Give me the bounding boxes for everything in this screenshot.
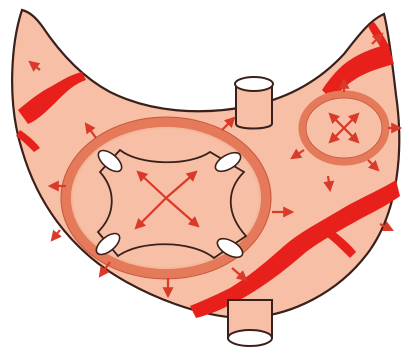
arrow-23 (52, 230, 60, 240)
bottom-vessel (228, 300, 272, 346)
top-vessel (235, 77, 273, 129)
